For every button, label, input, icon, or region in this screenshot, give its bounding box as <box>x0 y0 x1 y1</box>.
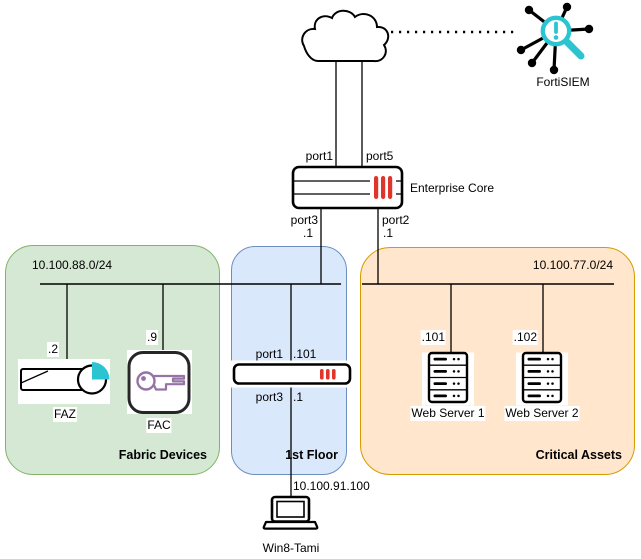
fortisiem-icon[interactable] <box>516 2 594 75</box>
core-port2-label: port2 <box>382 213 410 227</box>
laptop-icon[interactable] <box>262 495 319 530</box>
web-server-1-icon[interactable] <box>422 351 474 406</box>
floor-zone-title: 1st Floor <box>285 448 338 462</box>
server1-label: Web Server 1 <box>410 406 486 421</box>
server1-ip-label: .101 <box>420 330 446 345</box>
core-port2-ip: .1 <box>383 226 394 240</box>
critical-assets-zone[interactable] <box>360 247 635 475</box>
fac-ip-label: .9 <box>145 330 158 345</box>
server2-ip-label: .102 <box>512 330 538 345</box>
critical-zone-title: Critical Assets <box>535 448 622 462</box>
core-port5-label: port5 <box>366 149 394 163</box>
floor-switch-icon[interactable] <box>229 360 356 388</box>
client-hostname-label: Win8-Tami <box>262 541 320 555</box>
enterprise-core-label: Enterprise Core <box>410 181 495 195</box>
faz-ip-label: .2 <box>46 342 59 357</box>
faz-analyzer-icon[interactable] <box>18 359 110 404</box>
internet-cloud-icon[interactable] <box>301 9 390 63</box>
fabric-zone-title: Fabric Devices <box>118 448 207 462</box>
fac-label: FAC <box>146 418 172 433</box>
core-port3-ip: .1 <box>302 226 313 240</box>
server2-label: Web Server 2 <box>504 406 580 421</box>
switch-port1-label: port1 <box>255 347 283 361</box>
switch-port3-label: port3 <box>255 390 283 404</box>
connector-lines <box>40 30 614 497</box>
fortisiem-label: FortiSIEM <box>536 75 590 89</box>
core-port3-label: port3 <box>290 213 318 227</box>
client-ip-label: 10.100.91.100 <box>293 479 370 493</box>
critical-subnet-label: 10.100.77.0/24 <box>532 258 613 272</box>
fac-authenticator-icon[interactable] <box>127 350 192 414</box>
enterprise-core-firewall-icon[interactable] <box>291 165 404 210</box>
core-port1-label: port1 <box>305 149 333 163</box>
magnifier-handle <box>562 37 585 60</box>
switch-port1-ip: .101 <box>293 347 317 361</box>
web-server-2-icon[interactable] <box>516 351 568 406</box>
switch-port3-ip: .1 <box>293 390 304 404</box>
faz-label: FAZ <box>52 407 78 422</box>
fabric-subnet-label: 10.100.88.0/24 <box>32 258 113 272</box>
